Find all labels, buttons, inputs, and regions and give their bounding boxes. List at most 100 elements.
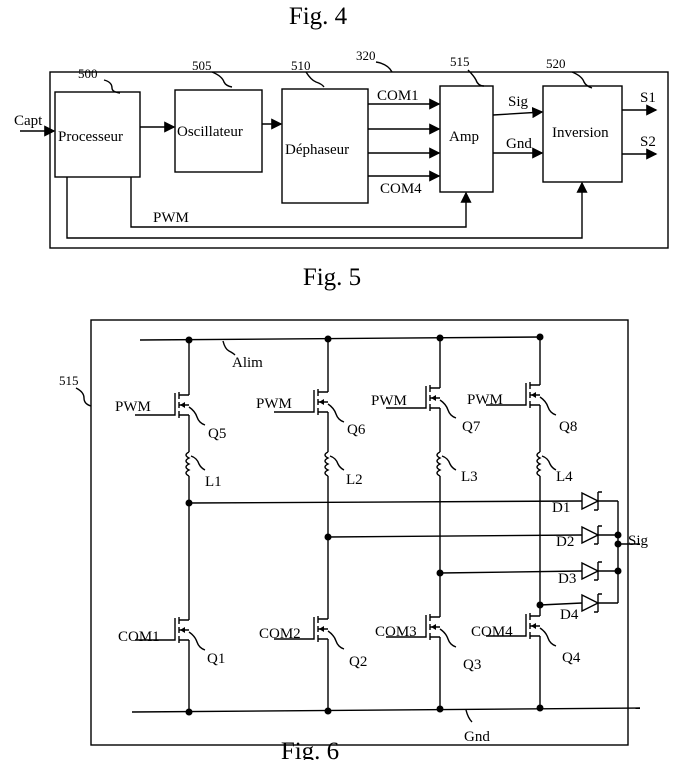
- inversion-block: [542, 85, 623, 183]
- ref-505: 505: [192, 58, 212, 73]
- ref-leader: [75, 387, 92, 407]
- l1-label: L1: [205, 474, 222, 490]
- processor-block: [54, 91, 141, 178]
- oscillator-label: Oscillateur: [177, 124, 243, 140]
- pwm-to-inversion-line: [66, 177, 588, 239]
- diode-feed-1: [188, 500, 583, 504]
- phaser-block: [281, 88, 369, 204]
- diode-feed-3: [439, 570, 583, 574]
- q2-label: Q2: [349, 654, 367, 670]
- alim-leader: [222, 340, 236, 356]
- q6-label: Q6: [347, 422, 366, 438]
- q1-transistor-arrow-icon: [180, 627, 185, 633]
- q6-transistor-gate: [274, 390, 315, 413]
- l2-inductor-leader: [329, 455, 345, 471]
- processor-label: Processeur: [58, 129, 123, 145]
- fig6-caption: Fig. 6: [281, 738, 339, 760]
- ref-510: 510: [291, 58, 311, 73]
- l3-inductor-leader: [441, 455, 457, 471]
- q1-label: Q1: [207, 651, 225, 667]
- q5-transistor-arrow-icon: [180, 402, 185, 408]
- ref-515: 515: [450, 54, 470, 69]
- fig5-caption: Fig. 5: [303, 264, 361, 291]
- q5-transistor-gate: [135, 393, 176, 416]
- q3-label: Q3: [463, 657, 481, 673]
- diode-feed-4: [539, 602, 583, 606]
- d3-diode: [581, 561, 600, 581]
- q1-transistor-leader: [188, 631, 206, 651]
- q8-label: Q8: [559, 419, 577, 435]
- d4-label: D4: [560, 607, 579, 623]
- figure-title: Fig. 4: [289, 3, 348, 30]
- q3-transistor-arrow-icon: [431, 624, 436, 630]
- com4-label: COM4: [380, 181, 422, 197]
- ref-320: 320: [356, 48, 376, 63]
- gnd-label: Gnd: [464, 729, 490, 745]
- q2-transistor-gate: [274, 617, 315, 640]
- sig-label: Sig: [508, 94, 529, 110]
- q4-transistor-leader: [539, 627, 557, 647]
- q8-transistor-gate: [486, 383, 527, 406]
- q5-transistor-leader: [188, 406, 206, 426]
- d2-label: D2: [556, 534, 574, 550]
- gnd-leader: [465, 709, 473, 723]
- ref-500: 500: [78, 66, 98, 81]
- s2-label: S2: [640, 134, 656, 150]
- q4-gate-label: COM4: [471, 624, 513, 640]
- pwm-label: PWM: [153, 210, 189, 226]
- l4-inductor-leader: [541, 455, 557, 471]
- q7-label: Q7: [462, 419, 481, 435]
- d2-diode: [581, 525, 600, 545]
- q3-transistor-gate: [386, 615, 427, 638]
- d1-label: D1: [552, 500, 570, 516]
- l4-label: L4: [556, 469, 573, 485]
- l1-inductor: [185, 451, 191, 477]
- ref-520: 520: [546, 56, 566, 71]
- phaser-label: Déphaseur: [285, 142, 349, 158]
- capt-label: Capt: [14, 113, 43, 129]
- l3-inductor: [436, 451, 442, 477]
- q8-gate-label: PWM: [467, 392, 503, 408]
- q4-label: Q4: [562, 650, 581, 666]
- amplifier-circuit: 515 Alim Gnd Sig PWM PWM PWM PWM Q5 Q6 Q…: [59, 319, 649, 760]
- q7-transistor-gate: [386, 386, 427, 409]
- q6-gate-label: PWM: [256, 396, 292, 412]
- d4-diode: [581, 593, 600, 613]
- inversion-label: Inversion: [552, 125, 609, 141]
- com1-label: COM1: [377, 88, 419, 104]
- reference-leaders: [103, 61, 593, 94]
- amp-boundary: [90, 319, 629, 746]
- amp-label: Amp: [449, 129, 479, 145]
- q1-transistor-gate: [135, 618, 176, 641]
- l4-inductor: [536, 451, 542, 477]
- q5-label: Q5: [208, 426, 226, 442]
- q8-transistor-arrow-icon: [531, 392, 536, 398]
- q8-transistor-leader: [539, 396, 557, 416]
- sig-arrow: [492, 107, 544, 119]
- l2-inductor: [324, 451, 330, 477]
- q2-transistor-arrow-icon: [319, 626, 324, 632]
- d1-diode: [581, 491, 600, 511]
- q6-transistor-arrow-icon: [319, 399, 324, 405]
- pwm-to-amp-line: [130, 177, 472, 228]
- q2-gate-label: COM2: [259, 626, 301, 642]
- q7-transistor-leader: [439, 399, 457, 419]
- block-diagram: Fig. 4 Processeur Oscillateur Déphaseur …: [14, 3, 669, 291]
- gnd-rail: [131, 707, 641, 713]
- q2-transistor-leader: [327, 630, 345, 650]
- q4-transistor-arrow-icon: [531, 623, 536, 629]
- l1-inductor-leader: [190, 455, 206, 471]
- q1-gate-label: COM1: [118, 629, 160, 645]
- d3-label: D3: [558, 571, 576, 587]
- s1-label: S1: [640, 90, 656, 106]
- l2-label: L2: [346, 472, 363, 488]
- gnd-label: Gnd: [506, 136, 532, 152]
- sig-node-1: [614, 531, 622, 539]
- q4-transistor-gate: [486, 614, 527, 637]
- oscillator-block: [174, 89, 263, 173]
- q3-gate-label: COM3: [375, 624, 417, 640]
- q5-gate-label: PWM: [115, 399, 151, 415]
- sig-output-label: Sig: [628, 533, 649, 549]
- q7-transistor-arrow-icon: [431, 395, 436, 401]
